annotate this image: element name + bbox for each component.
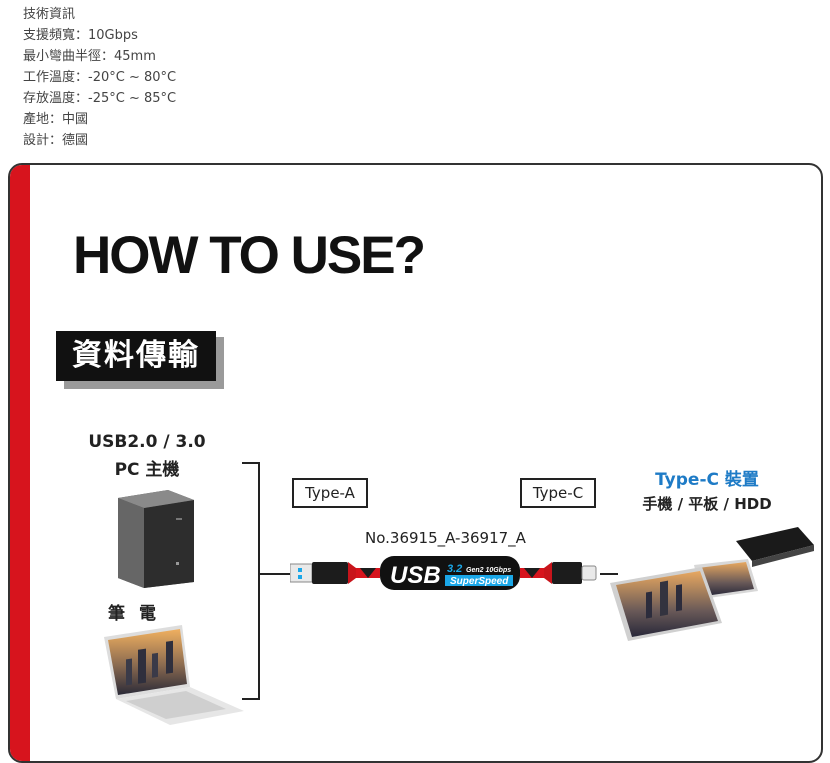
desktop-pc-icon — [118, 490, 194, 588]
mobile-devices-icon — [610, 527, 814, 641]
type-a-label: Type-A — [292, 478, 368, 508]
spec-bend-radius: 最小彎曲半徑：45mm — [23, 49, 156, 64]
spec-origin: 產地：中國 — [23, 112, 89, 127]
pc-host-label: USB2.0 / 3.0 PC 主機 — [82, 428, 212, 484]
pc-usb-version: USB2.0 / 3.0 — [88, 432, 206, 452]
usb-superspeed-text: SuperSpeed — [450, 576, 509, 587]
spec-storage-temp: 存放溫度：-25°C ~ 85°C — [23, 91, 177, 106]
model-number: No.36915_A-36917_A — [365, 529, 526, 547]
usb-version-text: 3.2 — [447, 563, 462, 575]
typec-device-types: 手機 / 平板 / HDD — [642, 495, 772, 513]
device-bracket — [242, 462, 260, 700]
type-c-label: Type-C — [520, 478, 596, 508]
usb-gen-text: Gen2 10Gbps — [466, 567, 511, 574]
laptop-icon — [104, 625, 244, 725]
data-transfer-badge: 資料傳輸 — [56, 331, 216, 381]
typec-device-title: Type-C 裝置 — [655, 470, 759, 490]
spec-bandwidth: 支援頻寬：10Gbps — [23, 28, 138, 43]
red-accent-bar — [10, 165, 30, 761]
how-to-use-heading: HOW TO USE? — [73, 226, 426, 285]
pc-host-text: PC 主機 — [114, 460, 180, 480]
spec-title: 技術資訊 — [23, 7, 76, 22]
spec-operating-temp: 工作溫度：-20°C ~ 80°C — [23, 70, 177, 85]
typec-device-label: Type-C 裝置 手機 / 平板 / HDD — [622, 468, 792, 516]
usb-cable-icon: USB 3.2 Gen2 10Gbps SuperSpeed — [290, 556, 597, 590]
spec-design: 設計：德國 — [23, 133, 89, 148]
connector-line-right — [600, 573, 618, 575]
how-to-use-card: HOW TO USE? 資料傳輸 USB2.0 / 3.0 PC 主機 筆電 — [8, 163, 823, 763]
laptop-label: 筆電 — [108, 604, 170, 624]
connector-line-left — [260, 573, 290, 575]
tech-specs-list: 技術資訊 支援頻寬：10Gbps 最小彎曲半徑：45mm 工作溫度：-20°C … — [23, 4, 176, 151]
usb-logo-text: USB — [390, 562, 441, 589]
